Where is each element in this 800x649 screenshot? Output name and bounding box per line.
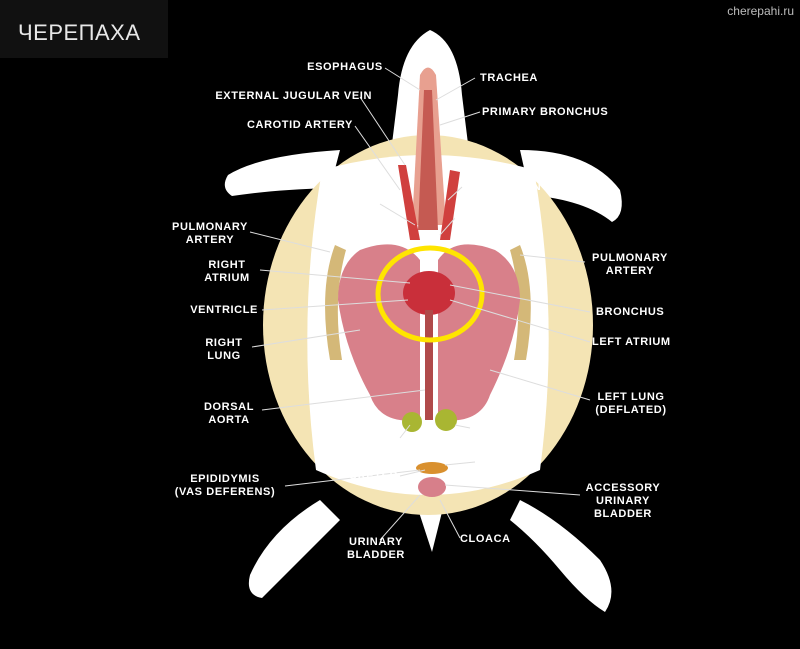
left-front-flipper bbox=[520, 150, 622, 222]
label-ventricle: VENTRICLE bbox=[190, 304, 258, 316]
label-epididymis: EPIDIDYMIS (VAS DEFERENS) bbox=[174, 473, 276, 498]
label-right-testis: RIGHT TESTIS bbox=[349, 428, 393, 453]
label-urinary-bladder: URINARY BLADDER bbox=[347, 536, 405, 561]
label-right-lung: RIGHT LUNG bbox=[205, 337, 243, 362]
label-pulmonary-artery-left-side: PULMONARY ARTERY bbox=[592, 252, 668, 277]
right-girdle bbox=[325, 245, 346, 360]
right-lung bbox=[338, 244, 420, 421]
left-lung bbox=[438, 244, 520, 421]
label-right-atrium: RIGHT ATRIUM bbox=[204, 259, 250, 284]
label-accessory-urinary-bladder: ACCESSORY URINARY BLADDER bbox=[585, 482, 661, 520]
title-backdrop bbox=[0, 0, 168, 58]
label-external-jugular-vein: EXTERNAL JUGULAR VEIN bbox=[215, 90, 372, 102]
label-trachea: TRACHEA bbox=[480, 72, 538, 84]
dorsal-aorta bbox=[425, 310, 433, 420]
urinary-bladder bbox=[418, 477, 446, 497]
label-dorsal-aorta: DORSAL AORTA bbox=[203, 401, 255, 426]
heart bbox=[403, 271, 455, 315]
label-subclavian-artery: SUBCLAVIAN ARTERY bbox=[464, 181, 593, 193]
subclavian-artery bbox=[440, 170, 460, 240]
right-front-flipper bbox=[224, 150, 340, 196]
watermark: cherepahi.ru bbox=[727, 4, 794, 18]
right-hind-flipper bbox=[248, 500, 340, 598]
label-left-testis: LEFT TESTIS bbox=[471, 417, 515, 442]
label-left-lung: LEFT LUNG (DEFLATED) bbox=[595, 391, 667, 416]
trachea bbox=[418, 90, 438, 230]
label-primary-bronchus: PRIMARY BRONCHUS bbox=[482, 106, 609, 118]
left-kidney bbox=[416, 462, 448, 474]
label-bronchus: BRONCHUS bbox=[596, 306, 665, 318]
label-cloaca: CLOACA bbox=[460, 533, 511, 545]
label-pulmonary-artery-right-side: PULMONARY ARTERY bbox=[172, 221, 248, 246]
label-left-atrium: LEFT ATRIUM bbox=[592, 336, 671, 348]
label-carotid-artery: CAROTID ARTERY bbox=[247, 119, 353, 131]
left-hind-flipper bbox=[510, 500, 612, 612]
label-esophagus: ESOPHAGUS bbox=[307, 61, 383, 73]
left-girdle bbox=[510, 245, 531, 360]
carotid-artery bbox=[398, 165, 420, 240]
left-testis bbox=[435, 409, 457, 431]
diagram-title: ЧЕРЕПАХА bbox=[18, 20, 141, 45]
leader-lines bbox=[249, 67, 591, 541]
label-right-aorta: RIGHT AORTA bbox=[337, 187, 379, 212]
label-left-aorta: LEFT AORTA bbox=[454, 212, 529, 224]
label-ureter: URETER bbox=[349, 470, 398, 482]
highlight-circle bbox=[375, 245, 485, 343]
right-testis bbox=[402, 412, 422, 432]
label-left-kidney: LEFT KIDNEY bbox=[479, 455, 525, 480]
